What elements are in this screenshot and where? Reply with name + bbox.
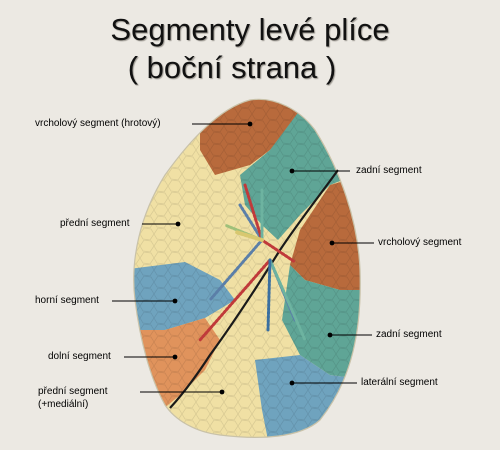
label-lateralni: laterální segment [361, 377, 438, 388]
lung-outline [133, 98, 361, 438]
bronchi [198, 183, 307, 342]
label-predni-medialni-2: (+mediální) [38, 399, 89, 410]
diagram-subtitle: ( boční strana ) [127, 50, 337, 85]
oblique-fissure [169, 169, 339, 409]
label-vrcholovy-hrotovy: vrcholový segment (hrotový) [35, 118, 161, 129]
label-vrcholovy: vrcholový segment [378, 237, 462, 248]
label-predni-medialni: přední segment [38, 386, 108, 397]
label-zadni-2: zadní segment [376, 329, 442, 340]
label-dolni: dolní segment [48, 351, 111, 362]
label-horni: horní segment [35, 295, 99, 306]
lung-segments [133, 99, 361, 438]
label-zadni-1: zadní segment [356, 165, 422, 176]
label-predni: přední segment [60, 218, 130, 229]
diagram-title: Segmenty levé plíce [110, 12, 390, 47]
leader-lines [112, 121, 374, 395]
